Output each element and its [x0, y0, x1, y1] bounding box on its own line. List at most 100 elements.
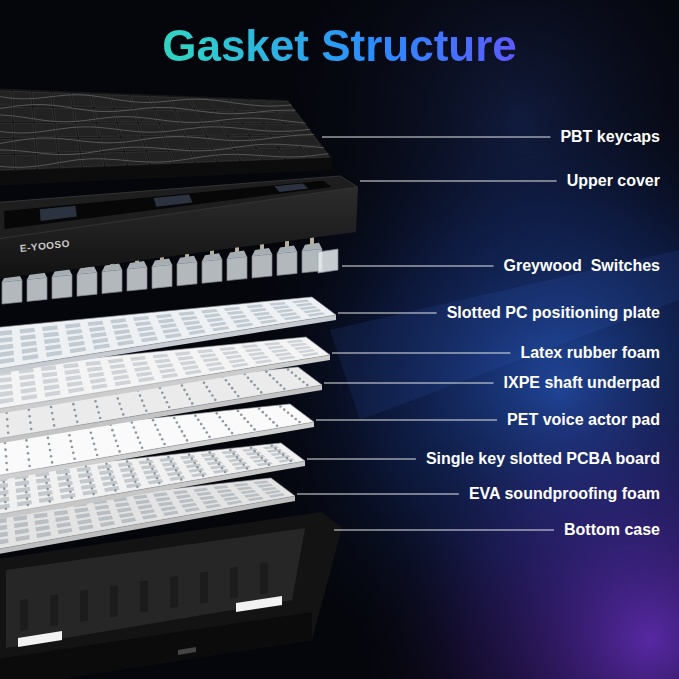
pin-hole: [2, 481, 5, 484]
key-cutout: [158, 319, 175, 324]
pin-hole: [93, 443, 96, 446]
pin-hole: [228, 428, 231, 431]
key-cutout: [251, 355, 268, 360]
key-cutout: [173, 490, 188, 494]
case-rib: [170, 576, 178, 608]
key-cutout: [237, 486, 253, 490]
pin-hole: [6, 468, 9, 471]
keycap-base: [0, 88, 332, 172]
key-cutout: [108, 358, 124, 363]
key-cutout: [0, 532, 8, 539]
key-cutout: [88, 321, 104, 326]
pin-hole: [214, 398, 217, 401]
key-cutout: [132, 361, 148, 366]
pin-hole: [92, 493, 95, 496]
pin-hole: [269, 418, 272, 421]
pin-hole: [183, 435, 186, 438]
key-cutout: [56, 522, 71, 528]
pin-hole: [68, 485, 71, 488]
pin-hole: [69, 491, 72, 494]
leader-line: [332, 353, 510, 354]
topographic-pattern: [0, 144, 324, 154]
part-label: Upper cover: [567, 171, 660, 191]
case-rib: [140, 581, 148, 613]
key-cutout: [200, 353, 217, 358]
key-cutout: [36, 478, 50, 484]
key-cutout: [230, 315, 247, 320]
key-cutout: [301, 352, 319, 356]
key-cutout: [89, 326, 105, 332]
cover-window: [40, 206, 77, 221]
pin-hole: [96, 454, 99, 457]
pin-hole: [145, 409, 148, 412]
pin-hole: [76, 420, 79, 423]
pin-hole: [278, 450, 281, 453]
switch-housing: [202, 259, 222, 283]
pin-hole: [88, 476, 91, 479]
layer-surface: [0, 337, 330, 415]
key-cutout: [225, 454, 241, 458]
pin-hole: [23, 478, 26, 481]
key-cutout: [65, 323, 81, 329]
key-cutout: [77, 519, 92, 525]
pin-hole: [4, 501, 7, 504]
key-cutout: [61, 493, 76, 499]
keycap: [258, 148, 284, 159]
key-cutout: [0, 525, 7, 531]
keycap: [36, 139, 57, 153]
key-cutout: [165, 333, 182, 339]
key-cutout: [79, 478, 94, 484]
pin-hole: [236, 456, 239, 459]
pin-hole: [46, 488, 49, 491]
key-cutout: [161, 506, 176, 511]
exploded-layers: [0, 88, 358, 679]
key-cutout: [152, 354, 168, 359]
pin-hole: [6, 425, 9, 428]
pin-hole: [156, 428, 159, 431]
key-cutout: [209, 322, 226, 327]
keycap: [0, 155, 14, 170]
part-label: Bottom case: [564, 520, 660, 540]
key-cutout: [45, 344, 61, 350]
pin-hole: [250, 424, 253, 427]
key-cutout: [14, 522, 28, 528]
key-cutout: [36, 525, 50, 531]
part-label: Single key slotted PCBA board: [426, 449, 660, 469]
pin-hole: [161, 391, 164, 394]
key-cutout: [136, 371, 153, 377]
leader-line: [324, 383, 494, 384]
pin-hole: [290, 460, 293, 463]
pin-hole: [107, 468, 110, 471]
pin-hole: [188, 453, 191, 456]
part-label: EVA soundproofing foam: [469, 484, 660, 504]
pin-hole: [6, 418, 9, 421]
key-cutout: [130, 356, 146, 361]
key-cutout: [164, 466, 180, 471]
key-cutout: [45, 390, 61, 396]
key-cutout: [21, 394, 37, 401]
key-cutout: [0, 538, 9, 545]
pin-hole: [176, 421, 179, 424]
key-cutout: [193, 488, 208, 492]
key-cutout: [19, 374, 34, 380]
pin-hole: [122, 413, 125, 416]
key-cutout: [96, 510, 111, 516]
switch-housing: [2, 280, 22, 304]
key-cutout: [104, 486, 119, 492]
key-cutout: [155, 359, 171, 364]
pin-hole: [5, 462, 8, 465]
key-cutout: [274, 352, 292, 356]
keycap: [176, 111, 199, 123]
pin-hole: [247, 376, 250, 379]
pin-hole: [4, 494, 7, 497]
key-cutout: [213, 469, 229, 474]
pin-hole: [113, 434, 116, 437]
key-cutout: [181, 503, 197, 508]
pin-hole: [65, 473, 68, 476]
key-cutout: [141, 465, 156, 470]
pin-hole: [50, 455, 53, 458]
key-cutout: [91, 383, 107, 389]
key-cutout: [264, 342, 281, 346]
pin-hole: [170, 460, 173, 463]
